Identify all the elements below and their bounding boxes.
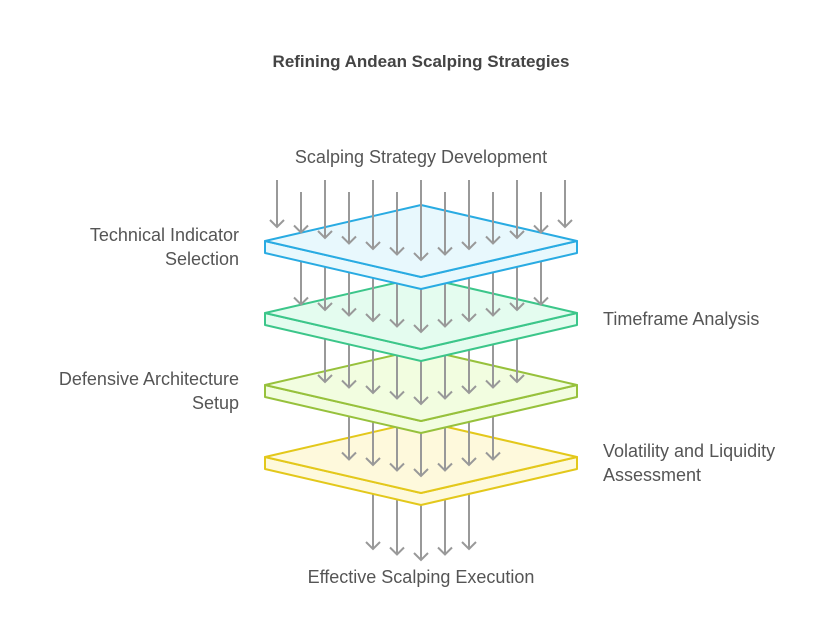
label-line: Selection xyxy=(164,249,239,269)
label-line: Timeframe Analysis xyxy=(603,309,760,329)
label-line: Assessment xyxy=(603,465,702,485)
arrow-down-icon xyxy=(533,192,549,234)
arrow-down-icon xyxy=(317,180,333,240)
label-line: Setup xyxy=(191,393,239,413)
diagram-title: Refining Andean Scalping Strategies xyxy=(272,52,570,71)
label-line: Volatility and Liquidity xyxy=(603,441,776,461)
output-label: Effective Scalping Execution xyxy=(307,567,535,587)
arrow-down-icon xyxy=(485,192,501,245)
label-line: Technical Indicator xyxy=(89,225,239,245)
arrow-down-icon xyxy=(389,192,405,256)
arrow-down-icon xyxy=(413,180,429,262)
input-label: Scalping Strategy Development xyxy=(294,147,548,167)
arrow-down-icon xyxy=(437,192,453,256)
arrow-down-icon xyxy=(293,192,309,234)
arrow-down-icon xyxy=(341,192,357,245)
layer-label-timeframe: Timeframe Analysis xyxy=(603,307,759,331)
arrow-down-icon xyxy=(509,180,525,240)
arrow-down-icon xyxy=(365,180,381,251)
arrow-down-icon xyxy=(461,180,477,251)
arrow-down-icon xyxy=(269,180,285,229)
label-line: Defensive Architecture xyxy=(58,369,239,389)
arrow-down-icon xyxy=(557,180,573,229)
